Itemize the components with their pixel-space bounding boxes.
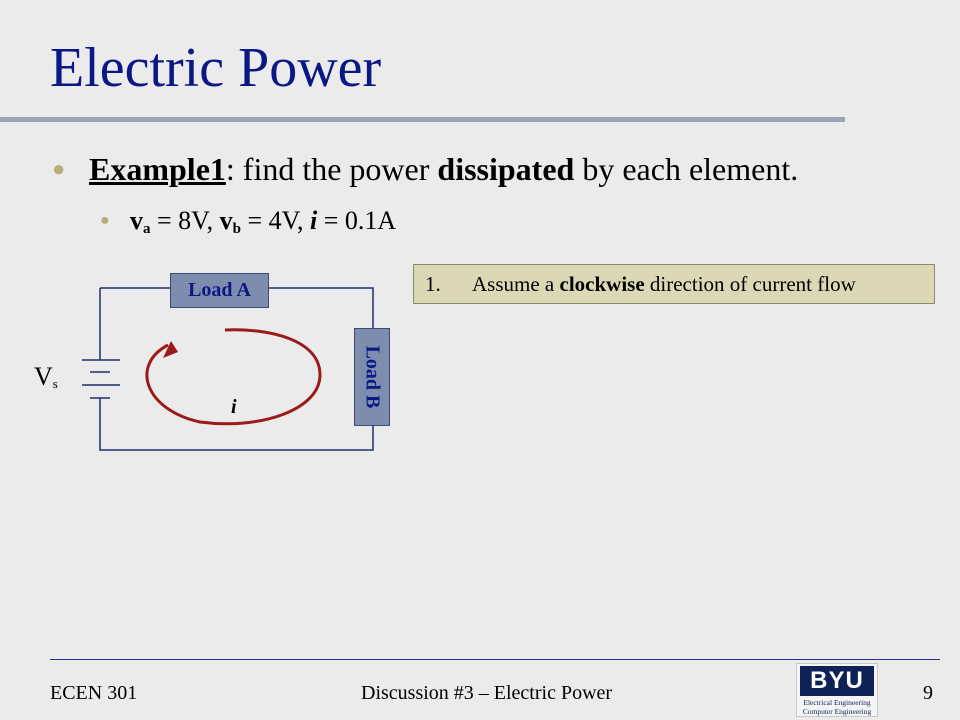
load-b-label: Load B	[361, 345, 384, 409]
i-value: = 0.1A	[317, 206, 397, 235]
title-divider	[0, 117, 845, 122]
example-text-2: by each element.	[574, 151, 799, 187]
step-text: Assume a clockwise direction of current …	[472, 265, 856, 303]
step-number: 1.	[425, 272, 441, 296]
bullet-dot-icon: ●	[52, 156, 66, 181]
voltage-source-label: Vs	[34, 362, 58, 391]
battery-symbol	[82, 359, 120, 399]
vb-subscript: b	[232, 221, 241, 237]
page-number: 9	[923, 682, 933, 704]
current-direction-arrow	[145, 328, 322, 426]
logo-line-1: Electrical Engineering	[803, 698, 871, 707]
vb-value: = 4V,	[240, 206, 311, 235]
wire-right-bottom	[99, 398, 374, 451]
va-symbol: v	[130, 206, 143, 235]
step-emphasis: clockwise	[559, 272, 645, 296]
current-label: i	[231, 396, 237, 418]
load-b-box: Load B	[354, 328, 390, 426]
vs-subscript: s	[52, 376, 58, 391]
footer-course: ECEN 301	[50, 682, 138, 704]
vs-symbol: V	[34, 362, 53, 391]
bullet-example-text: Example1: find the power dissipated by e…	[89, 150, 798, 188]
footer-divider	[50, 659, 940, 660]
sub-bullet-dot-icon: ●	[100, 212, 110, 229]
byu-logo-mark: BYU	[800, 666, 874, 696]
load-a-box: Load A	[170, 273, 269, 308]
va-subscript: a	[143, 221, 151, 237]
step-note-box: 1. Assume a clockwise direction of curre…	[413, 264, 935, 304]
step-prefix: Assume a	[472, 272, 560, 296]
va-value: = 8V,	[150, 206, 220, 235]
wire-top	[100, 287, 374, 328]
arrow-head-icon	[163, 341, 178, 358]
slide-title: Electric Power	[50, 37, 382, 99]
values-text: va = 8V, vb = 4V, i = 0.1A	[130, 205, 396, 238]
byu-logo: BYU Electrical Engineering Computer Engi…	[796, 663, 878, 717]
example-label: Example1	[89, 151, 226, 187]
example-text-1: : find the power	[225, 151, 438, 187]
logo-line-2: Computer Engineering	[802, 707, 872, 716]
example-emphasis: dissipated	[437, 151, 575, 187]
i-symbol: i	[310, 206, 318, 235]
vb-symbol: v	[219, 206, 233, 235]
footer-title: Discussion #3 – Electric Power	[361, 682, 613, 704]
step-suffix: direction of current flow	[644, 272, 856, 296]
